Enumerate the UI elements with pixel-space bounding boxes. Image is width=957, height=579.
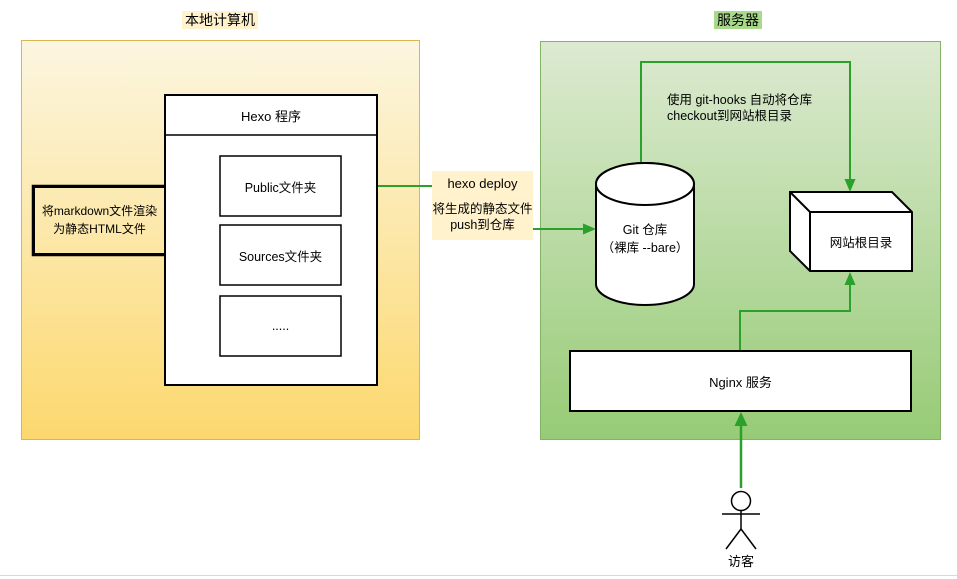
visitor-right-leg [740,528,757,550]
nginx-webroot-connector [739,285,851,351]
visitor-actor [722,490,760,550]
deploy-arrowhead-icon [583,223,596,235]
githooks-arrowhead-icon [844,179,856,192]
visitor-arrowhead-icon [734,412,748,426]
other-folder-box [219,295,342,357]
githooks-connector [640,61,851,180]
git-repo-cylinder-top [595,162,695,206]
sources-folder-box [219,224,342,286]
webroot-cube [789,191,913,272]
window-bottom-edge [0,575,957,576]
visitor-head [730,490,752,512]
visitor-left-leg [725,528,742,550]
nginx-box [569,350,912,412]
webroot-cube-outline [789,191,913,272]
git-repo-cylinder [595,162,695,306]
public-folder-box [219,155,342,217]
nginx-webroot-arrowhead-icon [844,272,856,285]
